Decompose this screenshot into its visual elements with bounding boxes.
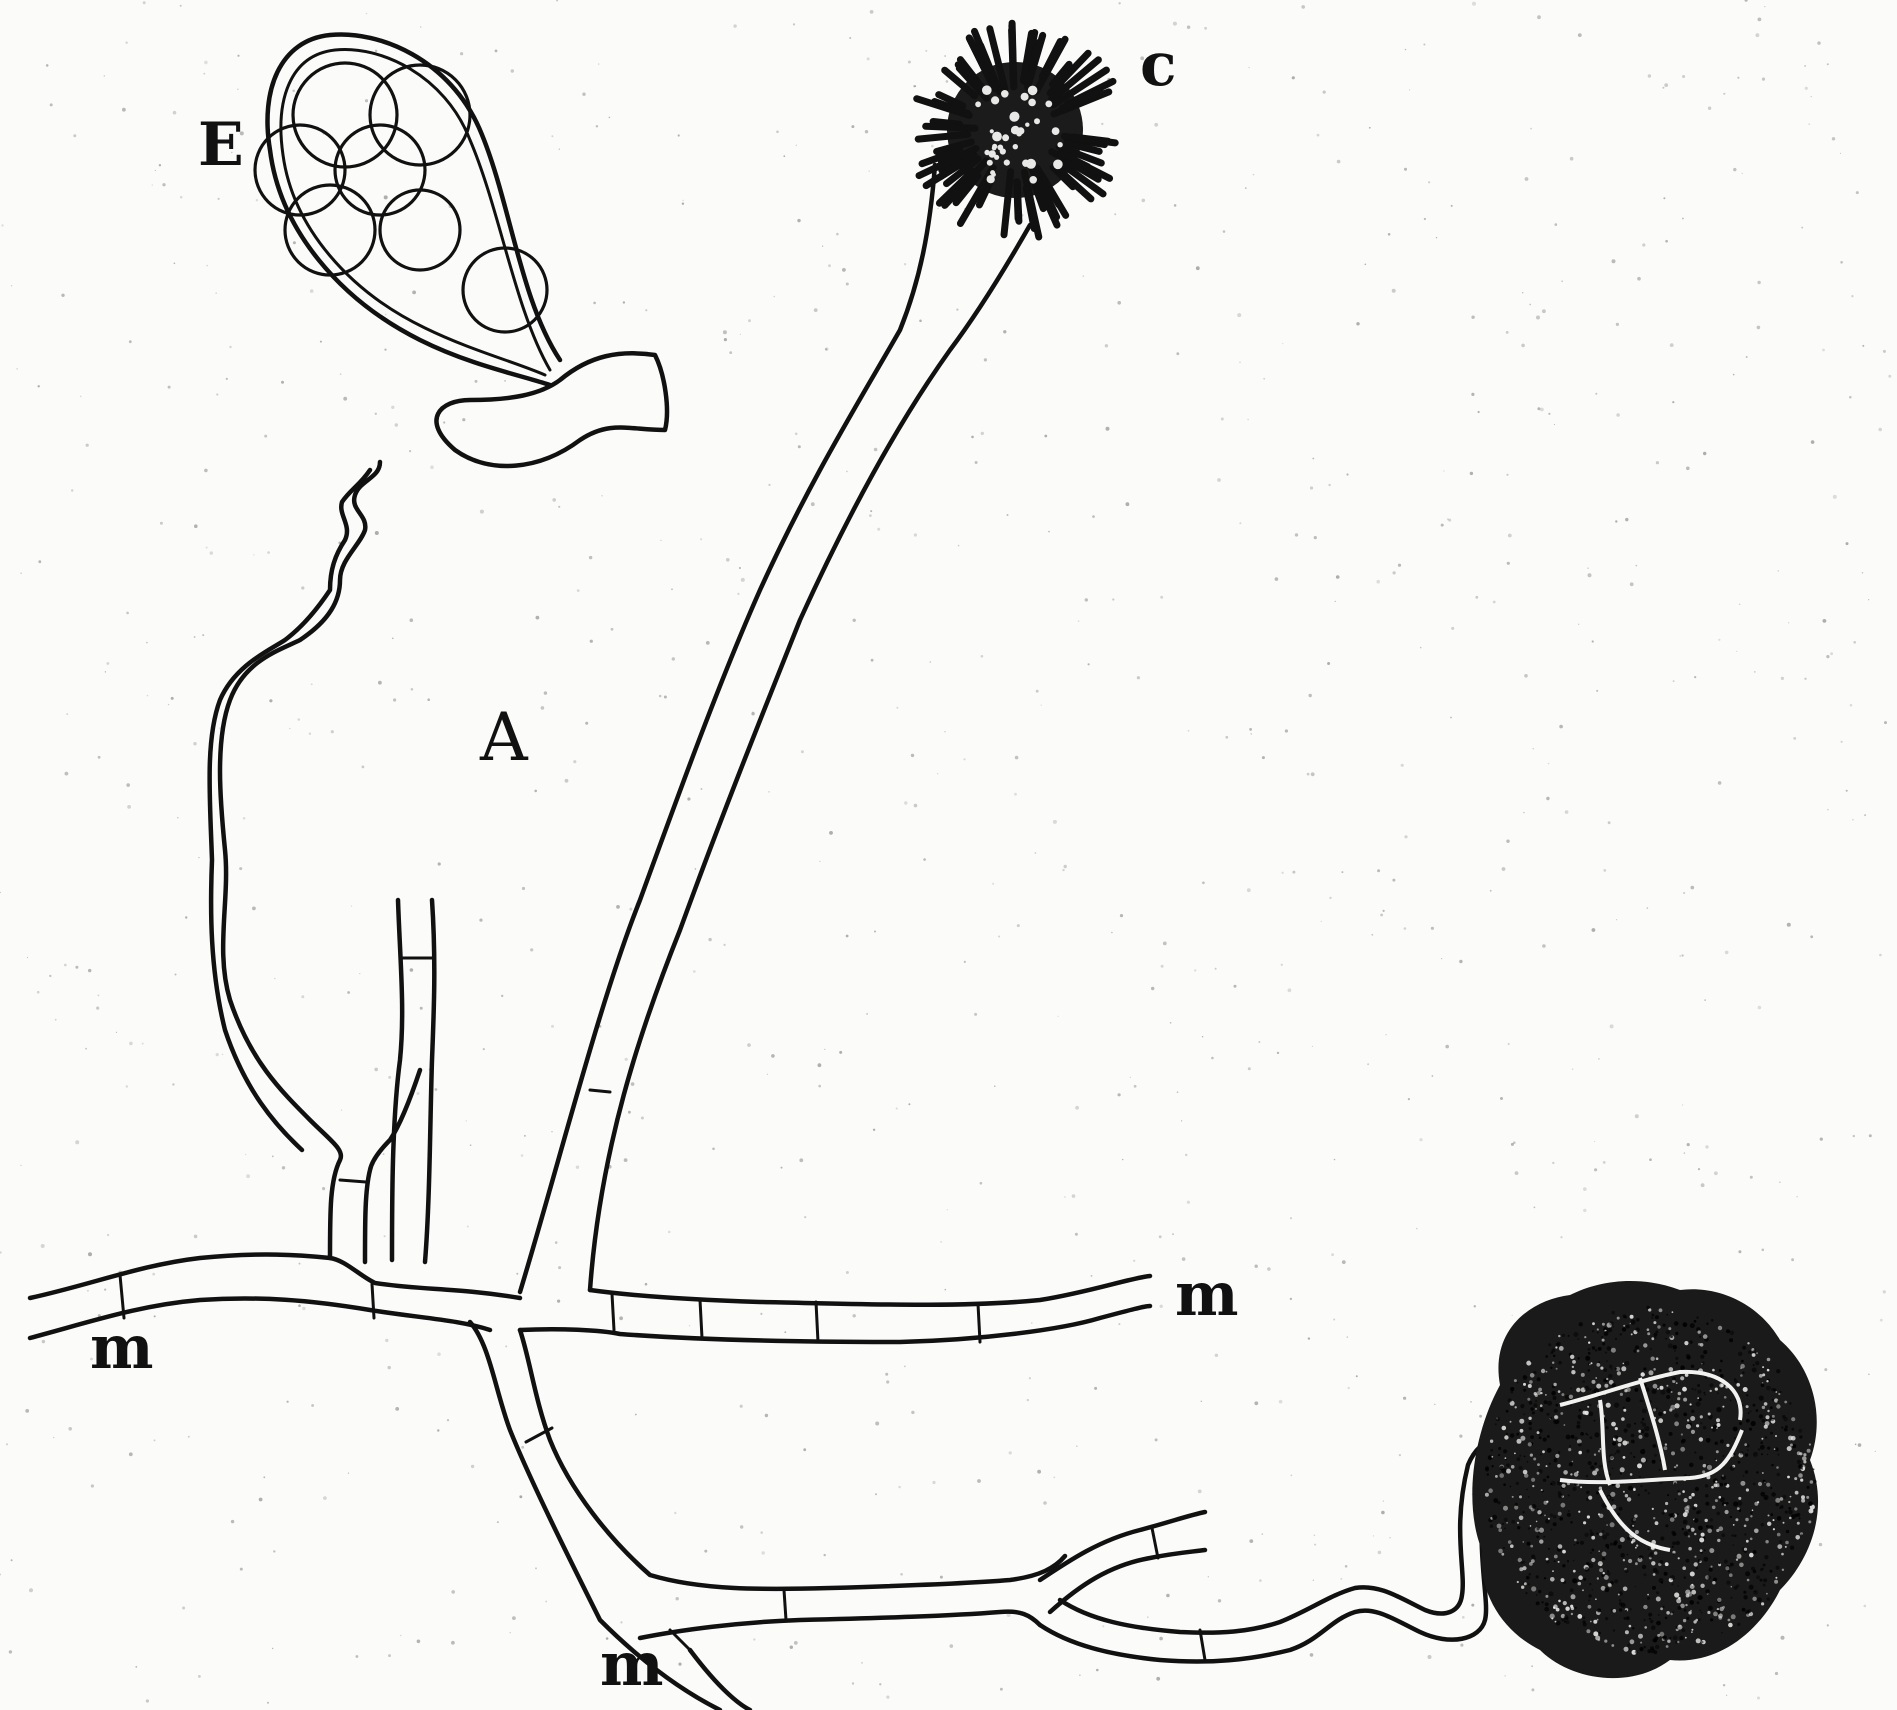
label-mycelium-bottom: m [600, 1630, 664, 1700]
label-plant: A [479, 699, 529, 776]
label-mycelium-left: m [90, 1313, 154, 1383]
label-mycelium-right: m [1175, 1260, 1239, 1330]
conidial-head [917, 23, 1115, 237]
conidiophore-stalk [520, 165, 1030, 1292]
label-sporangium: E [198, 110, 244, 180]
spiral-branch [210, 462, 435, 1262]
sporangium [255, 34, 667, 466]
zygospore [1472, 1281, 1818, 1678]
label-conidial-head: c [1140, 30, 1177, 100]
